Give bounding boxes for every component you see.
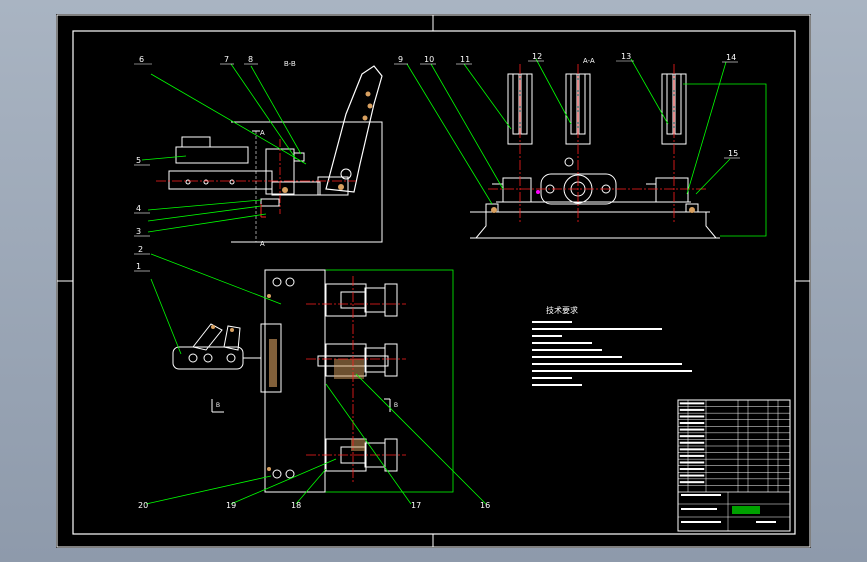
section-marker-a-bottom: A — [260, 241, 265, 248]
balloon-12: 12 — [532, 52, 542, 61]
parts-list-row-text — [679, 481, 705, 484]
parts-list-row-text — [679, 454, 705, 457]
balloon-4: 4 — [136, 204, 141, 213]
parts-list-row-text — [679, 402, 705, 405]
outer-frame — [56, 14, 811, 548]
parts-list-row-text — [679, 415, 705, 418]
view-a-a: A-A — [470, 58, 767, 239]
title-block — [677, 399, 791, 532]
parts-list-row-text — [679, 428, 705, 431]
parts-list-row-text — [679, 448, 705, 451]
balloon-2: 2 — [138, 245, 143, 254]
balloon-numbers: 1 2 3 4 5 6 7 8 9 10 11 12 13 14 15 16 1… — [136, 52, 738, 510]
balloon-20: 20 — [138, 501, 148, 510]
title-block-fill — [681, 494, 776, 523]
parts-list-row-text — [679, 441, 705, 444]
parts-list-row-text — [679, 422, 705, 425]
view-label-b-b: B-B — [284, 61, 296, 68]
centering-marks — [57, 15, 810, 547]
view-b-b: A A B-B — [156, 61, 383, 248]
balloon-13: 13 — [621, 52, 631, 61]
balloon-5: 5 — [136, 156, 141, 165]
balloon-14: 14 — [726, 53, 736, 62]
title-highlight — [732, 506, 760, 514]
parts-list-row-text — [679, 435, 705, 438]
parts-list-row-text — [679, 468, 705, 471]
inner-frame — [72, 30, 796, 535]
balloon-11: 11 — [460, 55, 470, 64]
balloon-8: 8 — [248, 55, 253, 64]
balloon-18: 18 — [291, 501, 301, 510]
view-label-a-a: A-A — [583, 58, 595, 65]
balloon-6: 6 — [139, 55, 144, 64]
section-marker-b-left: B — [216, 403, 220, 409]
balloon-3: 3 — [136, 227, 141, 236]
balloon-1: 1 — [136, 262, 141, 271]
technical-notes: 技术要求 — [532, 305, 692, 386]
balloon-underlines — [134, 60, 740, 272]
balloon-15: 15 — [728, 149, 738, 158]
parts-list-row-text — [679, 474, 705, 477]
parts-list-row-text — [679, 408, 705, 411]
balloon-17: 17 — [411, 501, 421, 510]
section-marker-a-top: A — [260, 130, 265, 137]
section-marker-b-right: B — [394, 403, 398, 409]
balloon-16: 16 — [480, 501, 490, 510]
balloon-19: 19 — [226, 501, 236, 510]
leader-lines — [141, 58, 731, 505]
plan-view: B B — [172, 269, 454, 493]
balloon-7: 7 — [224, 55, 229, 64]
notes-heading: 技术要求 — [546, 305, 578, 315]
drawing-sheet: A A B-B — [56, 14, 811, 548]
balloon-10: 10 — [424, 55, 434, 64]
parts-list-row-text — [679, 461, 705, 464]
assembly-drawing: A A B-B — [56, 14, 811, 548]
balloon-9: 9 — [398, 55, 403, 64]
